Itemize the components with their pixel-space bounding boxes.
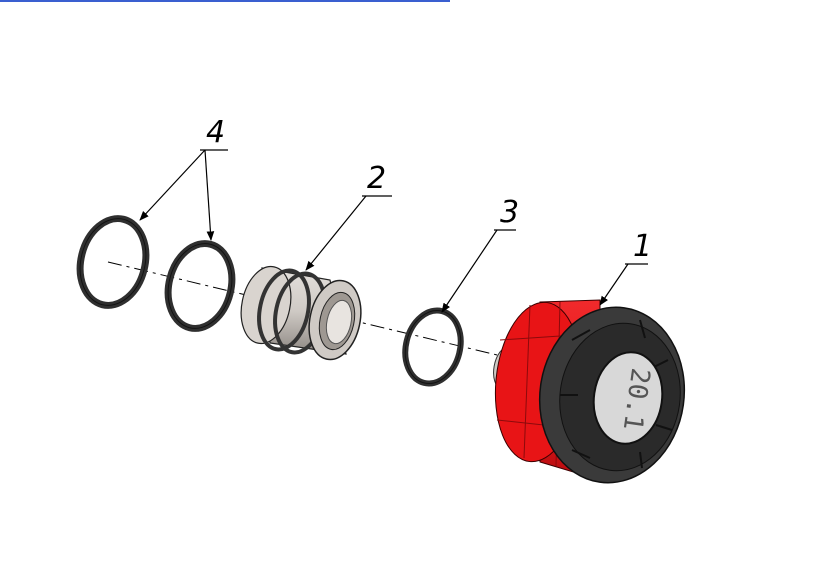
callout-1: 1 [599,229,652,306]
o-ring-4a [76,215,150,309]
callout-2-label: 2 [367,161,386,196]
center-axis [107,261,561,371]
callout-3: 3 [441,195,519,313]
callout-4: 4 [139,115,228,241]
gauge-display [592,351,664,445]
o-ring-3 [402,307,464,387]
callout-3-label: 3 [500,195,519,230]
top-accent-line [0,0,450,2]
callout-1-label: 1 [633,229,652,264]
callout-2: 2 [305,161,392,271]
callout-4-label: 4 [206,115,225,150]
pressure-gauge: 20.1 [493,299,686,484]
threaded-sleeve [240,265,362,361]
o-ring-4b [164,240,236,332]
